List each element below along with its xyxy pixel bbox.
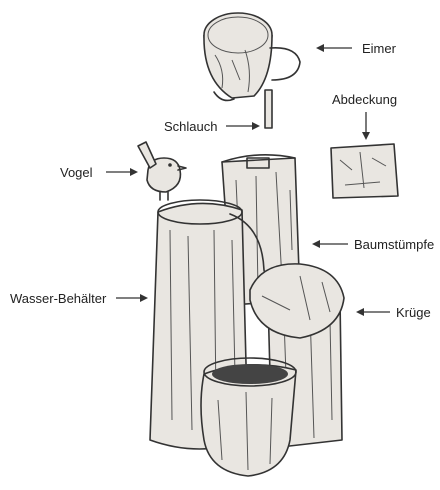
label-vogel: Vogel (60, 165, 93, 180)
label-baumstuempfe: Baumstümpfe (354, 237, 434, 252)
label-wasser-behaelter: Wasser-Behälter (10, 291, 107, 306)
hose-illustration (265, 90, 272, 128)
bird-illustration (138, 142, 186, 200)
bucket-illustration (204, 13, 300, 100)
label-abdeckung: Abdeckung (332, 92, 397, 107)
label-eimer: Eimer (362, 41, 397, 56)
label-schlauch: Schlauch (164, 119, 217, 134)
label-kruege: Krüge (396, 305, 431, 320)
cover-illustration (331, 144, 398, 198)
